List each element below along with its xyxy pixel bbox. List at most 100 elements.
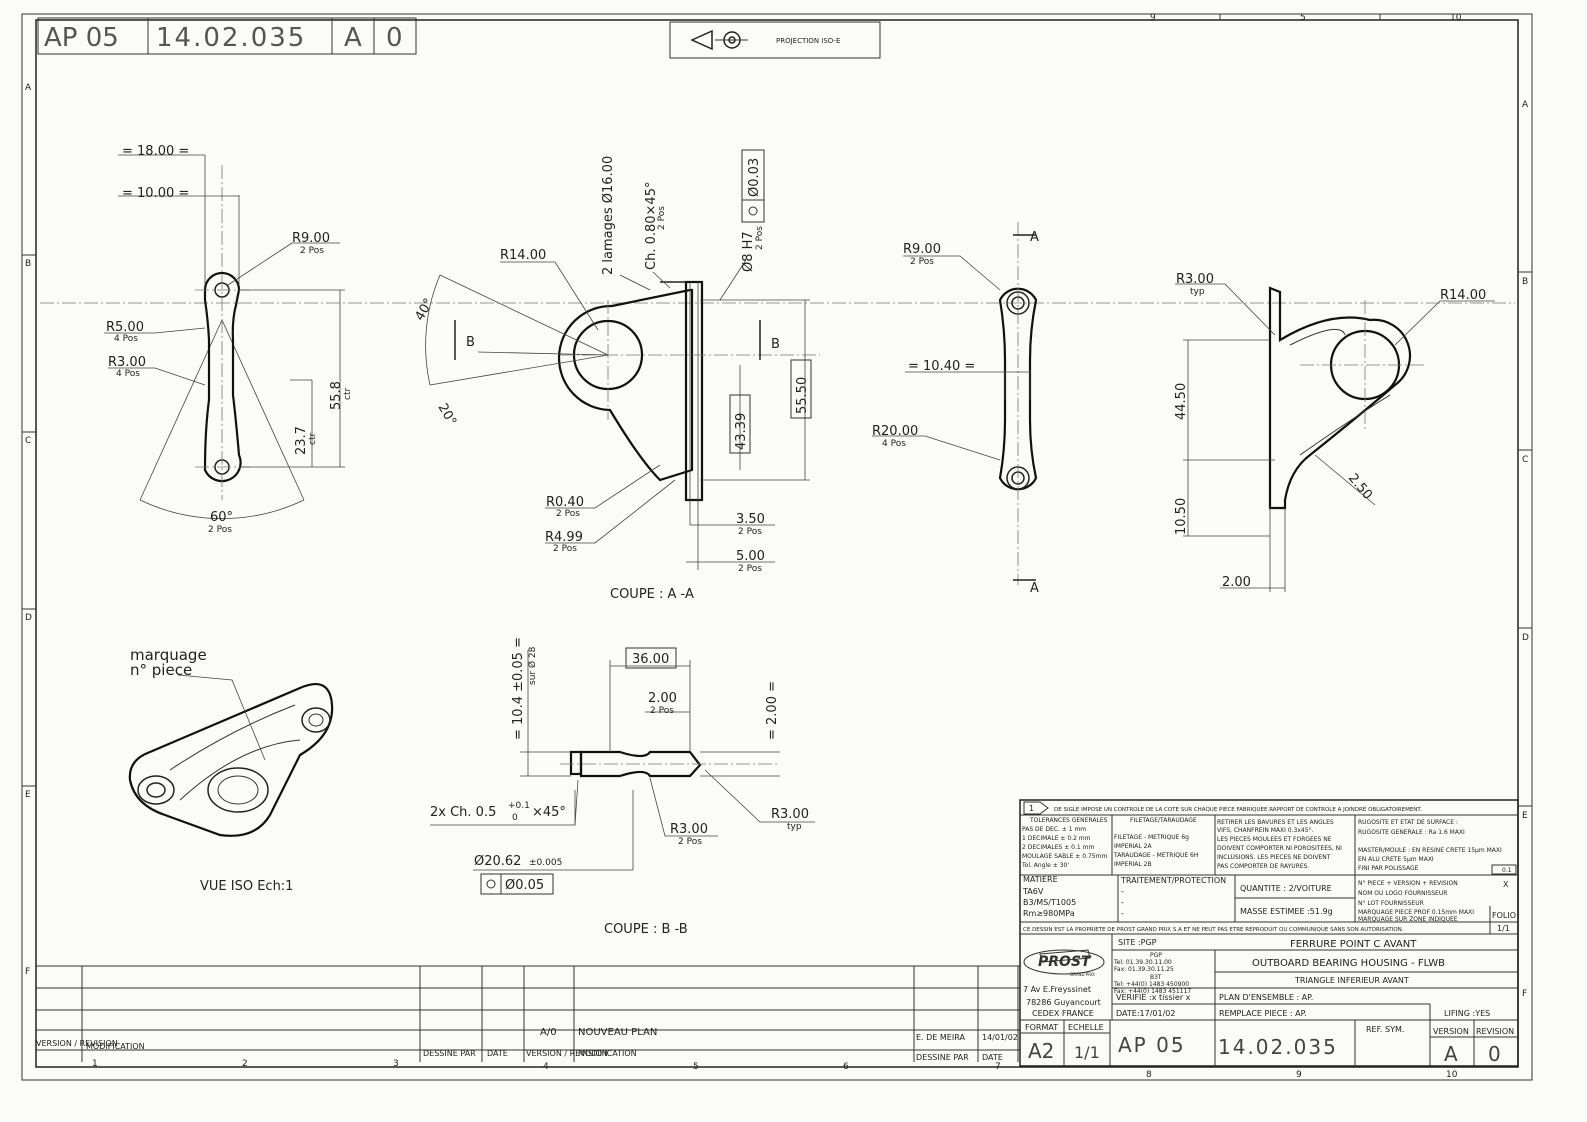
v5-caption: VUE ISO Ech:1 bbox=[200, 879, 293, 894]
rev-modif-col: MODIFICATION bbox=[86, 1042, 145, 1051]
tb-revision: 0 bbox=[1488, 1042, 1501, 1066]
v2-tol: Ø0.03 bbox=[747, 158, 762, 197]
v2-ang40: 40° bbox=[412, 296, 437, 323]
header-version: A bbox=[344, 23, 362, 53]
v2-position-tolerance: Ø0.03 bbox=[741, 149, 765, 223]
v6-dim-3600: 36.00 bbox=[632, 652, 669, 667]
v6-r3b: R3.00 bbox=[670, 822, 708, 837]
tb-echelle-lbl: ECHELLE bbox=[1068, 1023, 1104, 1032]
grid-right-a: A bbox=[1522, 100, 1529, 110]
tb-ref: AP 05 bbox=[1118, 1033, 1186, 1057]
v4-dim-1050: 10.50 bbox=[1174, 498, 1189, 535]
grid-bottom-9: 9 bbox=[1296, 1070, 1302, 1080]
grid-right-d: D bbox=[1522, 633, 1529, 643]
v2-bore: Ø8 H7 bbox=[741, 231, 756, 272]
v4-dim-4450: 44.50 bbox=[1174, 383, 1189, 420]
tb-remplace: REMPLACE PIECE : AP. bbox=[1219, 1009, 1307, 1018]
tb-revision-lbl: REVISION bbox=[1476, 1027, 1514, 1036]
v1-dim-237-ctr: ctr bbox=[308, 433, 318, 445]
v6-dim-200-pos: 2 Pos bbox=[650, 706, 674, 716]
grid-right-e: E bbox=[1522, 811, 1528, 821]
grid-labels: 9 5 10 A B C D E F A B C D E F 1 2 3 4 5… bbox=[25, 13, 1529, 1080]
tb-folio: 1/1 bbox=[1497, 924, 1510, 933]
v2-r040: R0.40 bbox=[546, 495, 584, 510]
tb-matiere-2: Rm≥980MPa bbox=[1023, 909, 1075, 918]
view-front-left bbox=[104, 154, 345, 519]
v6-r3a: R3.00 bbox=[771, 807, 809, 822]
tb-fil-4: IMPERIAL 2B bbox=[1114, 861, 1152, 868]
v3-r9: R9.00 bbox=[903, 242, 941, 257]
tb-lifing: LIFING :YES bbox=[1444, 1009, 1490, 1018]
tb-rug-3: MASTER/MOULE : EN RESINE CRETE 15µm MAXI bbox=[1358, 847, 1502, 854]
tb-piece-1: NOM OU LOGO FOURNISSEUR bbox=[1358, 890, 1447, 897]
tb-piece-4: MARQUAGE SUR ZONE INDIQUEE bbox=[1358, 916, 1458, 923]
grid-bottom-1: 1 bbox=[92, 1059, 98, 1069]
grid-left-e: E bbox=[25, 790, 31, 800]
view-isometric bbox=[128, 674, 334, 837]
v2-dim-350-pos: 2 Pos bbox=[738, 527, 762, 537]
header-box: AP 05 14.02.035 A 0 bbox=[37, 17, 417, 55]
tb-format: A2 bbox=[1028, 1039, 1054, 1063]
tb-folio-lbl: FOLIO bbox=[1492, 911, 1516, 920]
v2-r499-pos: 2 Pos bbox=[553, 544, 577, 554]
v1-angle: 60° bbox=[210, 510, 233, 525]
tb-bav-0: RETIRER LES BAVURES ET LES ANGLES bbox=[1217, 819, 1334, 826]
v2-dim-500-pos: 2 Pos bbox=[738, 564, 762, 574]
tb-number: 14.02.035 bbox=[1218, 1035, 1338, 1059]
tb-piece-info: N° PIECE + VERSION + REVISION NOM OU LOG… bbox=[1358, 880, 1474, 923]
view-top-middle bbox=[872, 222, 1038, 585]
tb-piece-2: N° LOT FOURNISSEUR bbox=[1358, 900, 1424, 907]
v6-dia: Ø20.62 bbox=[474, 854, 521, 869]
v6-dim-200v: = 2.00 = bbox=[765, 681, 780, 740]
v6-chamfer-tol-up: +0.1 bbox=[508, 801, 530, 811]
tb-echelle: 1/1 bbox=[1074, 1043, 1100, 1062]
v6-r3a-typ: typ bbox=[787, 822, 802, 832]
tb-piece-3: MARQUAGE PIECE PROF 0.15mm MAXI bbox=[1358, 909, 1474, 916]
v4-r14: R14.00 bbox=[1440, 288, 1486, 303]
v1-dim-18: = 18.00 = bbox=[122, 144, 189, 159]
rev-modif-col-2: MODIFICATION bbox=[578, 1049, 637, 1058]
v1-r3-pos: 4 Pos bbox=[116, 369, 140, 379]
v2-r14: R14.00 bbox=[500, 248, 546, 263]
v6-dim-104: = 10.4 ±0.05 = bbox=[511, 637, 526, 740]
revision-table: VERSION / REVISION MODIFICATION DESSINE … bbox=[36, 965, 1020, 1062]
tb-filetage: FILETAGE/TARAUDAGE FILETAGE - METRIQUE 6… bbox=[1113, 817, 1198, 868]
header-revision: 0 bbox=[386, 23, 403, 53]
v2-bore-pos: 2 Pos bbox=[755, 226, 765, 250]
v6-r3b-pos: 2 Pos bbox=[678, 837, 702, 847]
v6-position-tolerance: Ø0.05 bbox=[480, 873, 554, 895]
tb-traitement-lbl: TRAITEMENT/PROTECTION bbox=[1120, 876, 1226, 885]
tb-site-2: Fax: 01.39.30.11.25 bbox=[1114, 966, 1174, 973]
tb-site-4: Tel: +44(0) 1483 450900 bbox=[1113, 981, 1189, 988]
tb-bav-1: VIFS, CHANFREIN MAXI 0.3x45°. bbox=[1217, 827, 1314, 834]
v4-dim-200: 2.00 bbox=[1222, 575, 1251, 590]
v2-sec-b-right: B bbox=[771, 337, 780, 352]
grid-left-b: B bbox=[25, 259, 31, 269]
tb-piece-0: N° PIECE + VERSION + REVISION bbox=[1358, 880, 1458, 887]
tb-traitement-1: - bbox=[1121, 898, 1124, 907]
v4-r3-typ: typ bbox=[1190, 287, 1205, 297]
grid-bottom-6: 6 bbox=[843, 1062, 849, 1072]
grid-top-2: 5 bbox=[1300, 13, 1306, 23]
v6-dim-3600-box: 36.00 bbox=[625, 647, 677, 669]
tb-title3: TRIANGLE INFERIEUR AVANT bbox=[1294, 976, 1409, 985]
grid-ticks bbox=[22, 14, 1532, 807]
tb-fil-3: TARAUDAGE - METRIQUE 6H bbox=[1113, 852, 1198, 859]
grid-right-f: F bbox=[1522, 989, 1527, 999]
tb-fil-1: FILETAGE - METRIQUE 6g bbox=[1114, 834, 1189, 841]
rev-dessine-col: DESSINE PAR bbox=[423, 1049, 476, 1058]
v6-chamfer-tol-dn: 0 bbox=[512, 813, 518, 823]
v1-angle-pos: 2 Pos bbox=[208, 525, 232, 535]
v3-sec-a-bottom: A bbox=[1030, 581, 1039, 596]
tb-format-lbl: FORMAT bbox=[1025, 1023, 1058, 1032]
v2-dim-4339-box: 43.39 bbox=[729, 394, 751, 454]
tb-refsym: REF. SYM. bbox=[1366, 1025, 1404, 1034]
tb-matiere-1: B3/MS/T1005 bbox=[1023, 898, 1076, 907]
v1-r3: R3.00 bbox=[108, 355, 146, 370]
v5-marquage-1: marquage bbox=[130, 646, 207, 664]
tb-rug-0: RUGOSITE ET ETAT DE SURFACE : bbox=[1358, 819, 1458, 826]
v2-chamfer: Ch. 0.80×45° bbox=[644, 182, 659, 270]
v2-ang20: 20° bbox=[435, 401, 460, 428]
tb-matiere-lbl: MATIERE bbox=[1023, 875, 1058, 884]
grid-top-1: 9 bbox=[1150, 13, 1156, 23]
